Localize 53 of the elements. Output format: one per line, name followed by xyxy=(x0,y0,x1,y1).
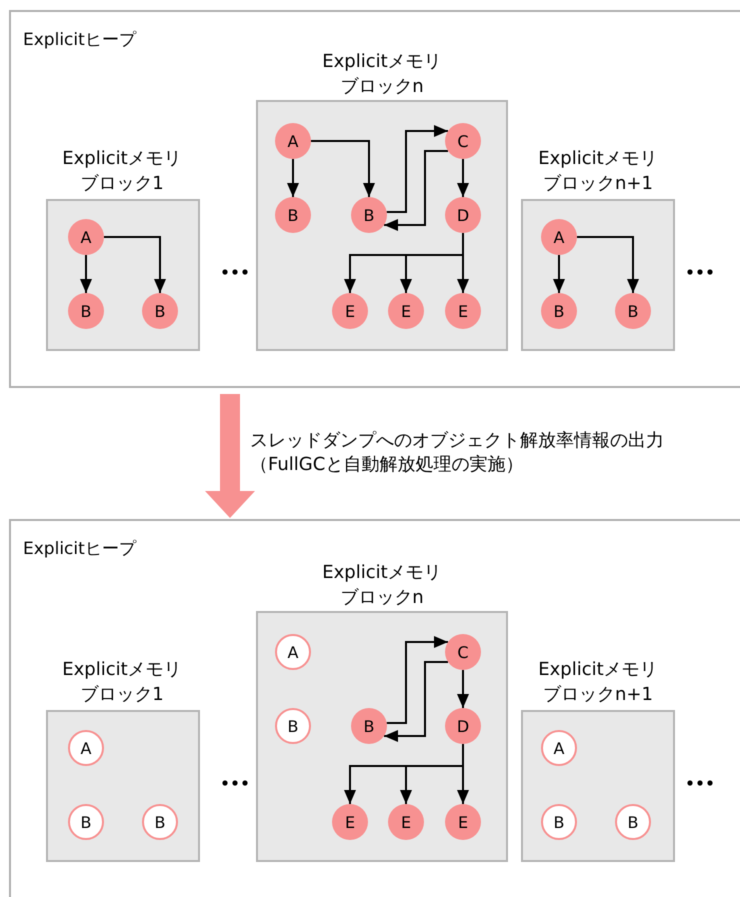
block-heading: Explicitメモリブロックn+1 xyxy=(537,658,659,707)
object-circle: E xyxy=(332,293,368,329)
object-circle: E xyxy=(388,293,424,329)
object-circle: E xyxy=(445,804,481,840)
arrow xyxy=(457,159,469,197)
arrow xyxy=(386,636,448,724)
released-object-circle: A xyxy=(541,730,577,766)
object-circle: E xyxy=(388,804,424,840)
heap-title: Explicitヒープ xyxy=(23,29,136,51)
arrow xyxy=(384,661,448,742)
released-object-circle: B xyxy=(68,804,104,840)
object-circle: A xyxy=(541,219,577,255)
object-circle: B xyxy=(351,197,387,233)
edge-label: スレッドダンプへのオブジェクト解放率情報の出力 xyxy=(250,429,664,452)
object-circle: A xyxy=(275,123,311,159)
object-circle: B xyxy=(351,708,387,744)
object-circle: B xyxy=(68,293,104,329)
released-object-circle: B xyxy=(615,804,651,840)
note-text: （FullGCと自動解放処理の実施） xyxy=(250,453,524,476)
released-object-circle: B xyxy=(142,804,178,840)
arrow xyxy=(553,255,565,293)
block-heading: Explicitメモリブロックn xyxy=(321,561,443,610)
arrow xyxy=(384,150,448,231)
arrow xyxy=(311,140,375,197)
process-arrow xyxy=(205,394,255,518)
object-circle: B xyxy=(275,197,311,233)
object-circle: B xyxy=(142,293,178,329)
arrow xyxy=(386,125,448,213)
released-object-circle: B xyxy=(541,804,577,840)
heap-panel xyxy=(9,519,740,897)
released-object-circle: A xyxy=(275,634,311,670)
arrow xyxy=(577,236,639,293)
block-heading: Explicitメモリブロック1 xyxy=(61,658,183,707)
block-heading: Explicitメモリブロックn xyxy=(321,50,443,99)
heap-title: Explicitヒープ xyxy=(23,538,136,560)
object-circle: D xyxy=(445,197,481,233)
arrow xyxy=(104,236,166,293)
object-circle: C xyxy=(445,123,481,159)
block-heading: Explicitメモリブロックn+1 xyxy=(537,147,659,196)
object-circle: B xyxy=(615,293,651,329)
arrow xyxy=(457,670,469,708)
block-heading: Explicitメモリブロック1 xyxy=(61,147,183,196)
object-circle: E xyxy=(332,804,368,840)
released-object-circle: B xyxy=(275,708,311,744)
object-circle: D xyxy=(445,708,481,744)
object-circle: C xyxy=(445,634,481,670)
released-object-circle: A xyxy=(68,730,104,766)
object-circle: E xyxy=(445,293,481,329)
arrow xyxy=(287,159,299,197)
arrow xyxy=(80,255,92,293)
object-circle: A xyxy=(68,219,104,255)
heap-panel xyxy=(9,10,740,388)
object-circle: B xyxy=(541,293,577,329)
